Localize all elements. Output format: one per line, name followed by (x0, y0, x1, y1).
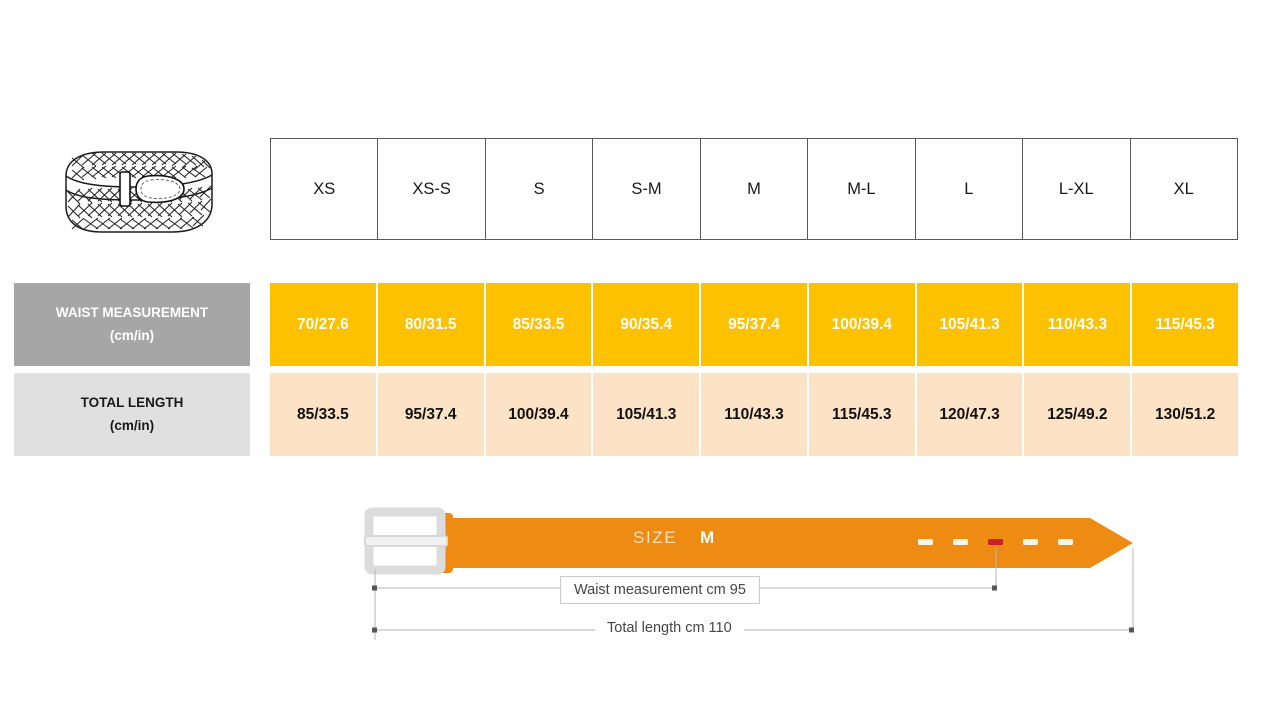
total-length-dimension-label: Total length cm 110 (595, 618, 744, 638)
total-length-value-cell: 100/39.4 (485, 373, 594, 456)
waist-value-cell: 85/33.5 (485, 283, 594, 366)
size-header-table: XS XS-S S S-M M M-L L L-XL XL (270, 138, 1238, 240)
row-spacer (250, 373, 270, 456)
total-length-row: TOTAL LENGTH (cm/in) 85/33.5 95/37.4 100… (14, 373, 1239, 456)
row-spacer (250, 283, 270, 366)
total-length-value-cell: 105/41.3 (593, 373, 702, 456)
total-length-value-cell: 85/33.5 (270, 373, 378, 456)
total-length-dimension-line (372, 627, 1134, 633)
size-header-cell: L-XL (1023, 139, 1131, 239)
belt-hole (953, 539, 968, 545)
waist-value-cell: 115/45.3 (1132, 283, 1239, 366)
waist-value-cell: 105/41.3 (916, 283, 1025, 366)
waist-value-cell: 80/31.5 (377, 283, 486, 366)
braided-belt-icon (65, 151, 213, 233)
belt-hole (1023, 539, 1038, 545)
size-header-cell: S-M (593, 139, 701, 239)
total-label-line1: TOTAL LENGTH (80, 395, 184, 411)
waist-value-cell: 95/37.4 (701, 283, 809, 366)
total-length-value-cell: 95/37.4 (377, 373, 486, 456)
total-length-label: TOTAL LENGTH (cm/in) (14, 373, 250, 456)
total-length-value-cell: 130/51.2 (1132, 373, 1239, 456)
total-length-value-cells: 85/33.5 95/37.4 100/39.4 105/41.3 110/43… (270, 373, 1239, 456)
size-header-cell: XS (271, 139, 379, 239)
waist-value-cells: 70/27.6 80/31.5 85/33.5 90/35.4 95/37.4 … (270, 283, 1239, 366)
belt-hole (1058, 539, 1073, 545)
waist-value-cell: 70/27.6 (270, 283, 378, 366)
braided-belt-illustration (52, 142, 222, 242)
waist-label-line1: WAIST MEASUREMENT (55, 305, 209, 321)
size-header-cell: L (916, 139, 1024, 239)
total-length-value-cell: 125/49.2 (1024, 373, 1133, 456)
total-length-value-cell: 115/45.3 (808, 373, 917, 456)
size-header-cell: M-L (808, 139, 916, 239)
belt-measurement-diagram: SIZE M Waist measurement cm 95 Total len… (355, 500, 1155, 650)
belt-strap (450, 518, 1133, 568)
belt-buckle-icon (364, 507, 448, 575)
waist-value-cell: 100/39.4 (808, 283, 917, 366)
belt-buckle-icon (119, 171, 185, 207)
waist-dimension-label: Waist measurement cm 95 (560, 576, 760, 604)
waist-value-cell: 90/35.4 (593, 283, 702, 366)
total-length-value-cell: 120/47.3 (916, 373, 1025, 456)
waist-value-cell: 110/43.3 (1024, 283, 1133, 366)
total-length-value-cell: 110/43.3 (701, 373, 809, 456)
size-header-cell: XS-S (378, 139, 486, 239)
size-header-cell: M (701, 139, 809, 239)
size-header-cell: S (486, 139, 594, 239)
size-header-cell: XL (1173, 179, 1194, 198)
total-label-line2: (cm/in) (109, 417, 155, 433)
belt-hole-active (988, 539, 1003, 545)
waist-label-line2: (cm/in) (109, 327, 155, 343)
waist-measurement-label: WAIST MEASUREMENT (cm/in) (14, 283, 250, 366)
waist-measurement-row: WAIST MEASUREMENT (cm/in) 70/27.6 80/31.… (14, 283, 1239, 366)
belt-hole (918, 539, 933, 545)
belt-diagram-svg (364, 507, 1134, 640)
